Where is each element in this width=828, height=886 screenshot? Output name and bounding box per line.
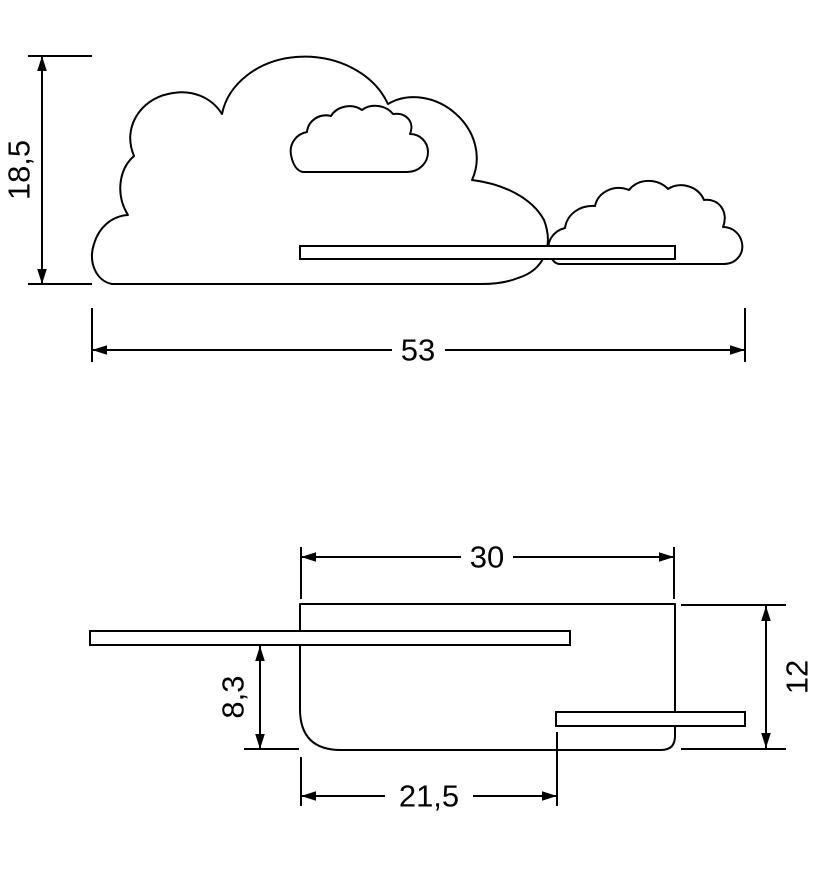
dimension-height-side: 12 [681,604,815,750]
dimension-label-height-side: 12 [780,660,815,694]
shelf-bar-side [89,630,571,646]
body-profile [299,603,676,751]
front-view: 18,5 53 [2,55,746,368]
dimension-width-front: 53 [91,308,746,368]
inner-cloud-cutout [289,104,429,173]
shelf-bar-front [299,245,676,260]
bottom-bar-side [555,711,746,727]
dimension-bottom-width: 21,5 [300,732,558,814]
dimension-width-side: 30 [300,539,675,599]
small-cloud-outline [547,179,744,265]
label-background [392,332,445,368]
dimension-height-front: 18,5 [2,55,92,285]
dimension-shelf-offset: 8,3 [216,646,299,750]
dimension-label-width-side: 30 [470,540,504,575]
dimension-label-shelf-offset: 8,3 [216,675,251,718]
label-background [385,778,473,814]
side-view: 30 12 8,3 21,5 [89,539,815,814]
dimension-label-bottom-width: 21,5 [399,779,459,814]
label-background [461,539,513,575]
dimension-label-width-front: 53 [401,333,435,368]
dimension-label-height-front: 18,5 [2,140,37,200]
